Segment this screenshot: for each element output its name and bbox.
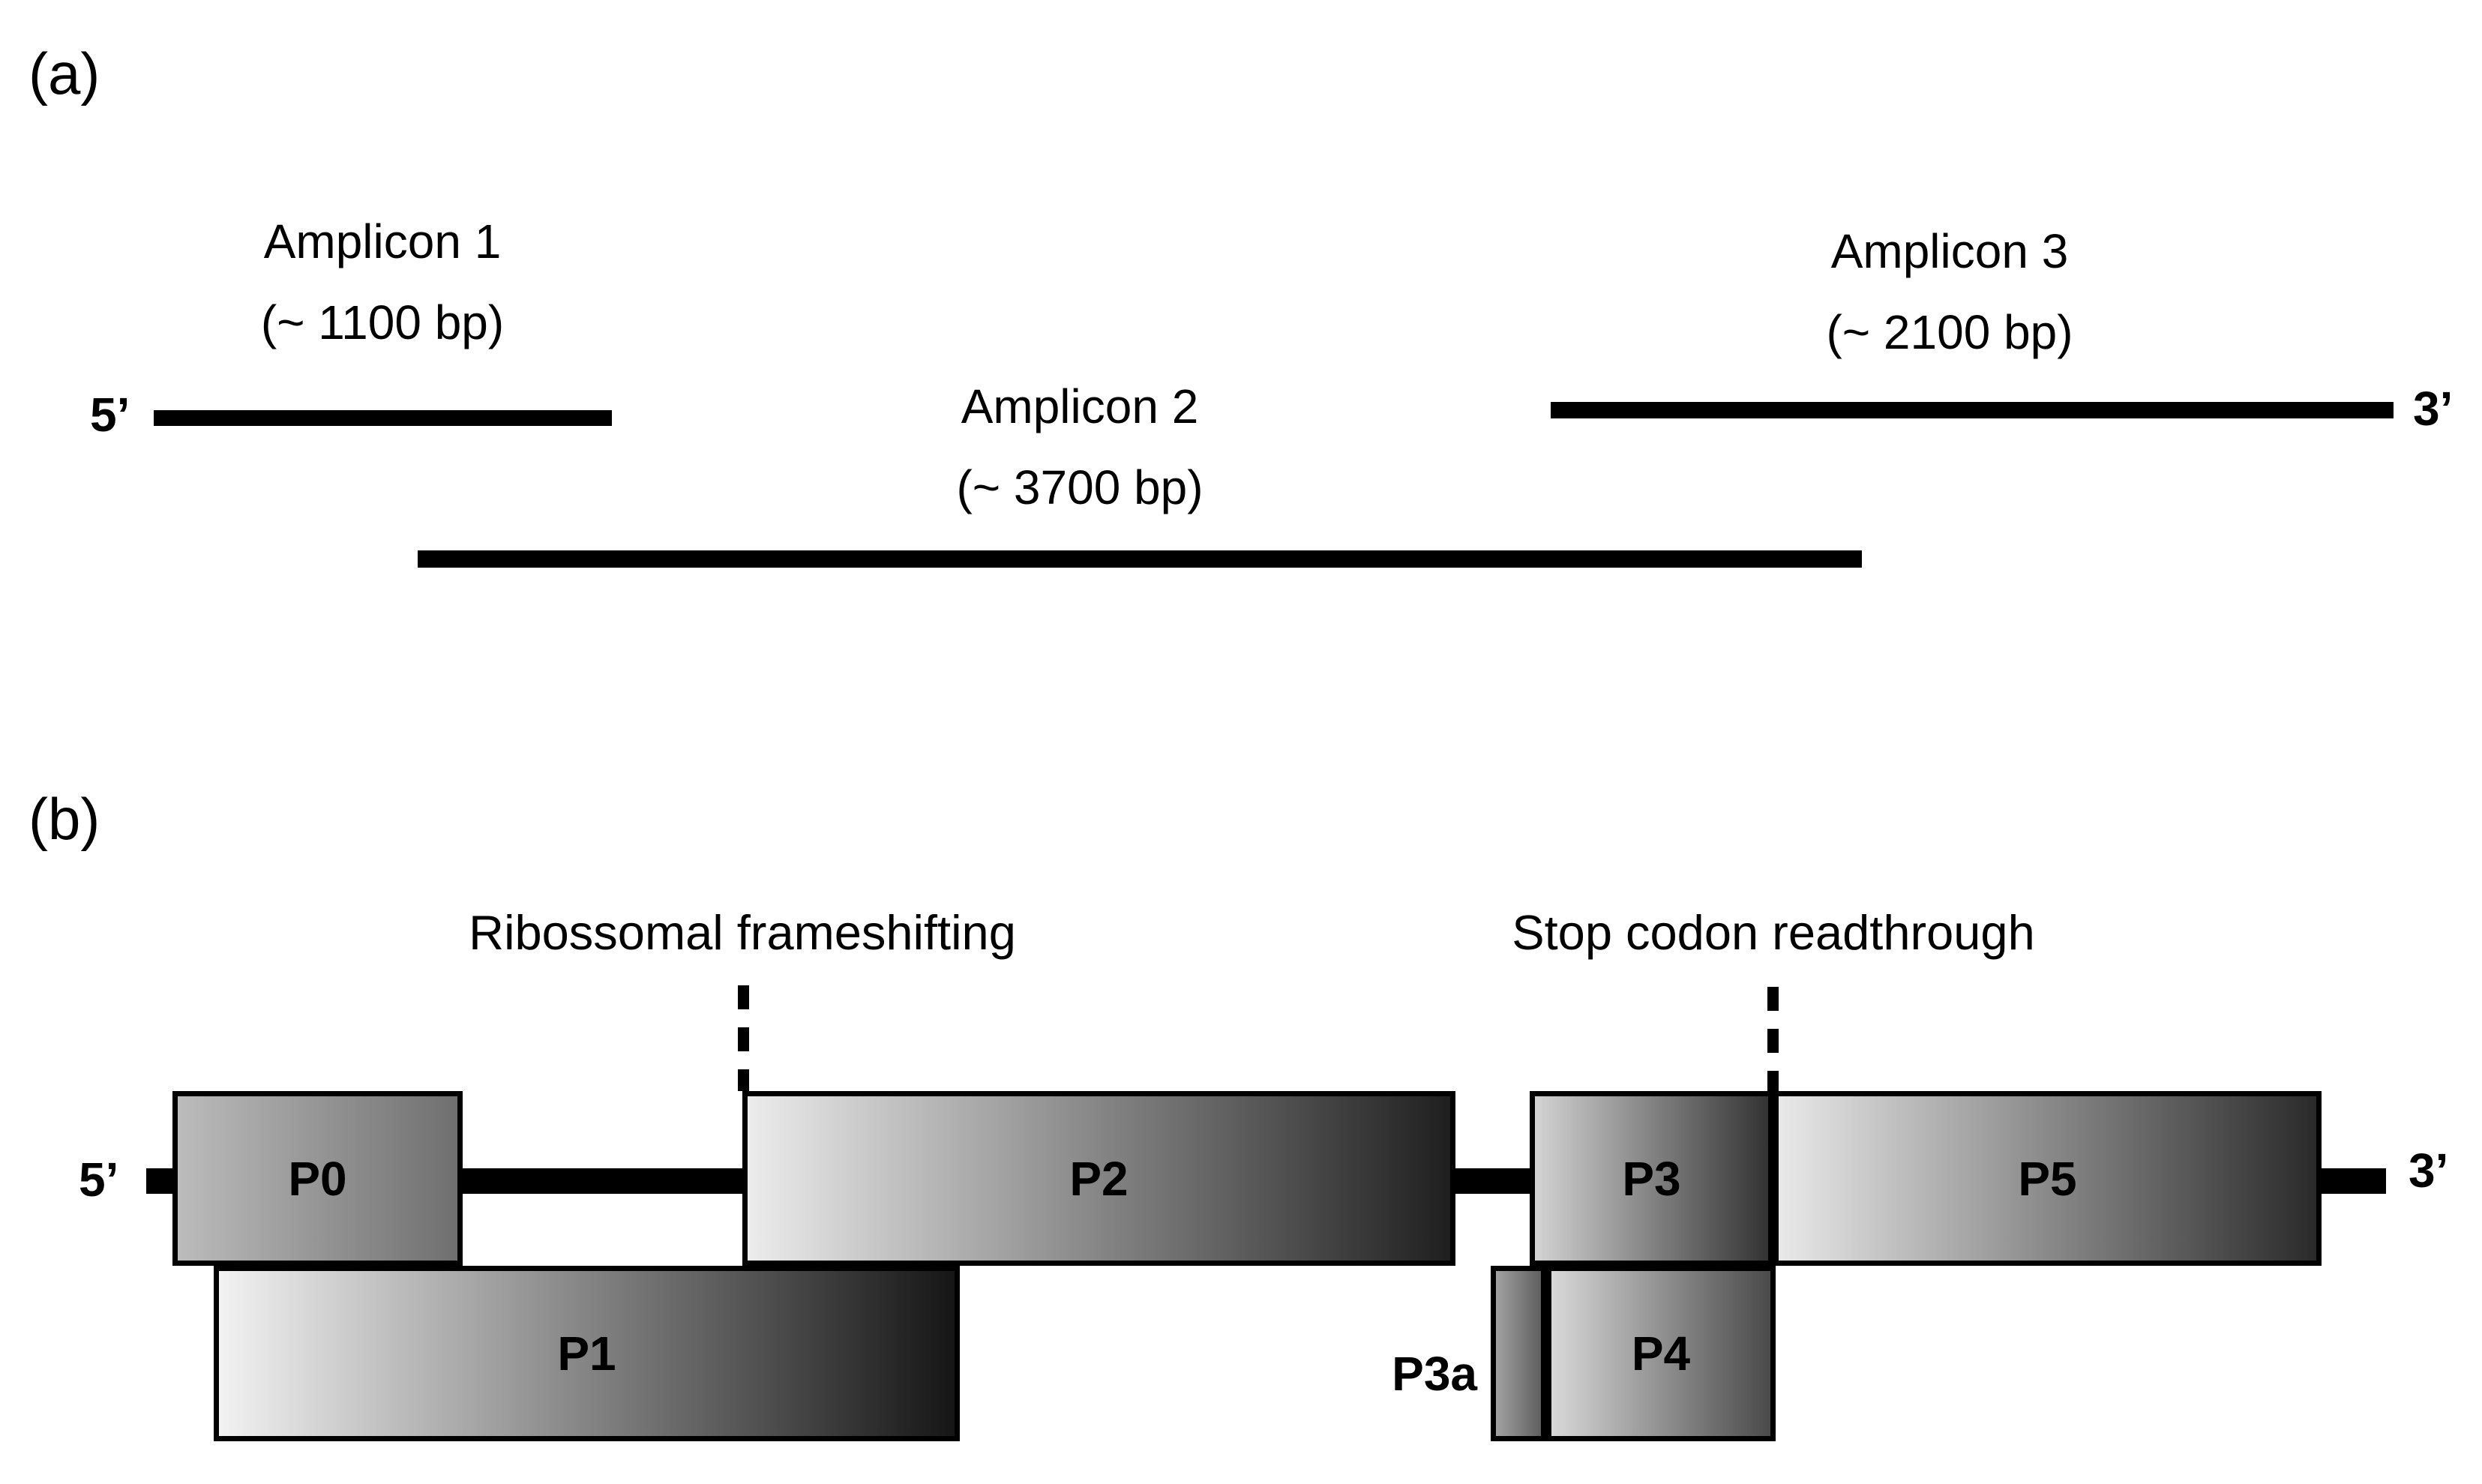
panel-a-label: (a) [28,40,100,106]
amplicon-2-name: Amplicon 2 [961,379,1199,433]
panel-a-three-prime-label: 3’ [2413,382,2454,436]
orf-label-p1: P1 [557,1327,616,1381]
amplicon-1-bar [154,410,612,426]
orf-label-p4: P4 [1631,1327,1691,1381]
panel-b-label: (b) [28,786,100,852]
orf-label-p3a: P3a [1392,1347,1477,1401]
orf-box-p3: P3 [1530,1091,1773,1266]
amplicon-2-label: Amplicon 2 (~ 3700 bp) [817,366,1342,528]
amplicon-1-name: Amplicon 1 [263,214,502,268]
orf-box-p4: P4 [1546,1266,1776,1441]
orf-box-p5: P5 [1773,1091,2322,1266]
amplicon-3-size: (~ 2100 bp) [1826,305,2073,359]
panel-a-five-prime-label: 5’ [90,388,130,442]
stop-codon-readthrough-label: Stop codon readthrough [1512,905,2035,960]
amplicon-2-size: (~ 3700 bp) [956,460,1204,514]
readthrough-dashed-line [1767,987,1779,1093]
orf-box-p1: P1 [214,1266,960,1441]
amplicon-3-label: Amplicon 3 (~ 2100 bp) [1687,211,2212,373]
amplicon-2-bar [418,550,1862,568]
orf-label-p3: P3 [1622,1151,1681,1206]
orf-label-p0: P0 [288,1151,347,1206]
orf-box-p0: P0 [172,1091,463,1266]
panel-b-five-prime-label: 5’ [79,1153,119,1207]
orf-label-p5: P5 [2018,1151,2077,1206]
orf-label-p2: P2 [1069,1151,1129,1206]
amplicon-1-label: Amplicon 1 (~ 1100 bp) [120,201,645,363]
orf-box-p3a [1491,1266,1546,1441]
amplicon-3-bar [1551,402,2394,418]
ribosomal-frameshifting-label: Ribossomal frameshifting [469,905,1016,960]
panel-b-three-prime-label: 3’ [2409,1144,2449,1198]
amplicon-1-size: (~ 1100 bp) [260,295,505,349]
orf-box-p2: P2 [742,1091,1455,1266]
frameshift-dashed-line [738,985,749,1091]
amplicon-3-name: Amplicon 3 [1830,224,2069,278]
